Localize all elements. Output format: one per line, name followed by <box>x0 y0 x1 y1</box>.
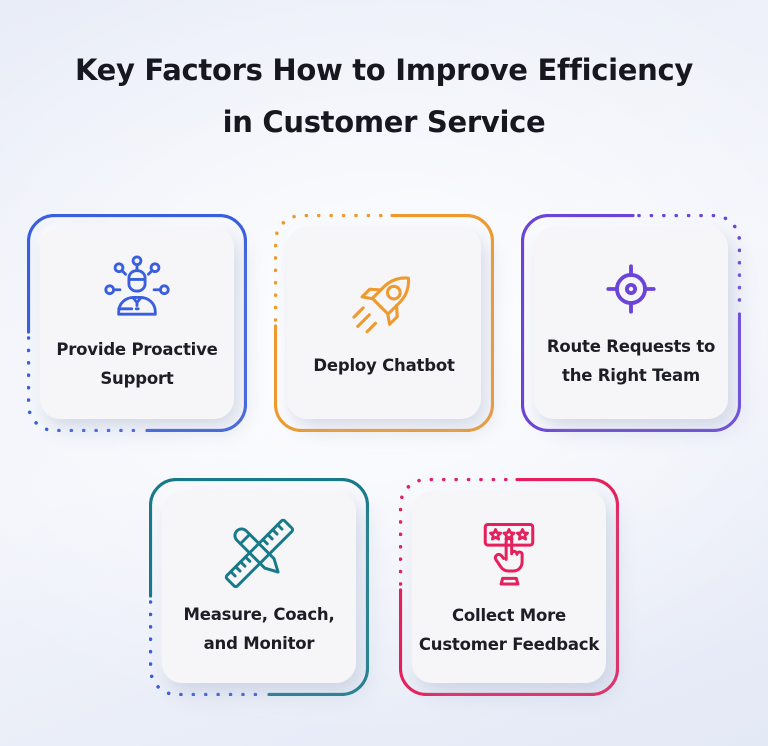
card-border <box>521 214 741 432</box>
pencil-ruler-icon <box>222 516 296 590</box>
card-label-line1: Measure, Coach, <box>183 605 335 624</box>
target-icon <box>598 256 664 322</box>
card-panel: Deploy Chatbot <box>287 227 481 419</box>
card-provide-proactive-support: Provide Proactive Support <box>27 214 247 432</box>
page-title-line1: Key Factors How to Improve Efficiency <box>75 53 693 87</box>
card-collect-feedback: Collect More Customer Feedback <box>399 478 619 696</box>
page-title: Key Factors How to Improve Efficiency in … <box>0 0 768 148</box>
card-label: Collect More Customer Feedback <box>419 601 599 659</box>
card-label: Deploy Chatbot <box>313 351 455 380</box>
card-label-line2: and Monitor <box>203 634 315 653</box>
card-border <box>27 214 247 432</box>
card-deploy-chatbot: Deploy Chatbot <box>274 214 494 432</box>
card-panel: Collect More Customer Feedback <box>412 491 606 683</box>
card-label-line2: Support <box>100 369 174 388</box>
card-label: Route Requests to the Right Team <box>546 332 716 390</box>
proactive-support-icon <box>101 253 173 325</box>
card-label-line2: Customer Feedback <box>418 635 600 654</box>
card-panel: Measure, Coach, and Monitor <box>162 491 356 683</box>
card-border <box>274 214 494 432</box>
rocket-icon <box>347 267 421 341</box>
card-border <box>149 478 369 696</box>
card-label-line1: Provide Proactive <box>56 340 218 359</box>
cards-row-bottom: Measure, Coach, and Monitor <box>0 478 768 696</box>
card-label: Measure, Coach, and Monitor <box>183 600 334 658</box>
cards-row-top: Provide Proactive Support <box>0 214 768 432</box>
card-measure-coach-monitor: Measure, Coach, and Monitor <box>149 478 369 696</box>
card-label-line1: Collect More <box>451 606 567 625</box>
page-title-line2: in Customer Service <box>222 105 546 139</box>
star-rating-hand-icon <box>471 515 547 591</box>
card-label: Provide Proactive Support <box>56 335 217 393</box>
card-label-line1: Deploy Chatbot <box>313 355 455 375</box>
card-border <box>399 478 619 696</box>
card-panel: Route Requests to the Right Team <box>534 227 728 419</box>
card-panel: Provide Proactive Support <box>40 227 234 419</box>
card-route-requests: Route Requests to the Right Team <box>521 214 741 432</box>
card-label-line1: Route Requests to <box>546 337 716 356</box>
card-label-line2: the Right Team <box>562 366 700 385</box>
